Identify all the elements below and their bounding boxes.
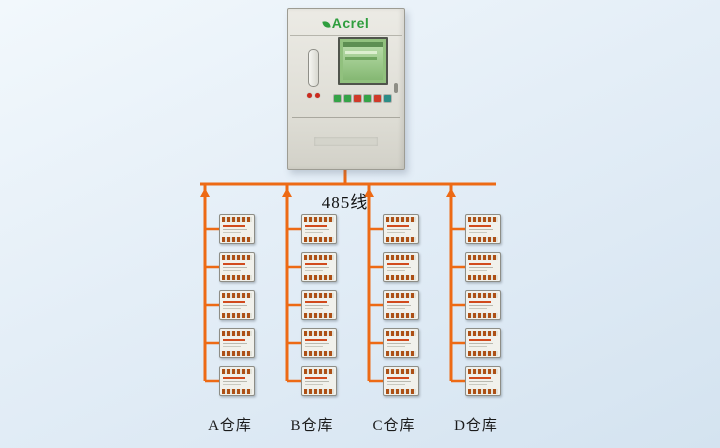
bus-arrowhead [446,188,456,197]
indicator-tube [308,49,319,87]
meter-device [301,214,337,244]
panel-button [374,95,381,102]
indicator-light [307,93,312,98]
meter-device [219,328,255,358]
control-cabinet: Acrel [287,8,405,170]
bus-arrowhead [282,188,292,197]
device-stub-lines [205,227,465,383]
meter-device [465,252,501,282]
bus-label: 485线 [321,193,369,212]
door-handle [394,83,398,93]
panel-button [364,95,371,102]
meter-device [301,328,337,358]
meter-device [219,290,255,320]
bus-arrowhead [200,188,210,197]
panel-button [334,95,341,102]
meter-device [219,252,255,282]
warehouse-label-a: A仓库 [208,418,252,434]
device-column-c [383,214,419,404]
nameplate [314,137,378,146]
meter-device [465,214,501,244]
meter-device [383,366,419,396]
meter-device [383,328,419,358]
meter-device [465,290,501,320]
warehouse-label-c: C仓库 [372,418,416,434]
lcd-bezel [338,37,388,85]
meter-device [219,214,255,244]
meter-device [383,252,419,282]
cabinet-top-seam [290,35,402,36]
indicator-light [315,93,320,98]
meter-device [383,290,419,320]
bus-vertical-lines [203,184,453,381]
meter-device [465,366,501,396]
button-row [334,95,391,102]
device-column-d [465,214,501,404]
panel-button [354,95,361,102]
panel-button [344,95,351,102]
meter-device [465,328,501,358]
lcd-screen [343,42,383,80]
bus-arrowhead [364,188,374,197]
panel-button [384,95,391,102]
meter-device [219,366,255,396]
warehouse-label-b: B仓库 [290,418,334,434]
device-column-a [219,214,255,404]
brand-text: Acrel [331,15,370,31]
door-seam [292,117,400,118]
meter-device [301,252,337,282]
device-column-b [301,214,337,404]
warehouse-label-d: D仓库 [454,418,498,434]
meter-device [383,214,419,244]
meter-device [301,290,337,320]
acrel-leaf-icon [322,20,331,29]
meter-device [301,366,337,396]
brand-logo: Acrel [288,15,404,31]
